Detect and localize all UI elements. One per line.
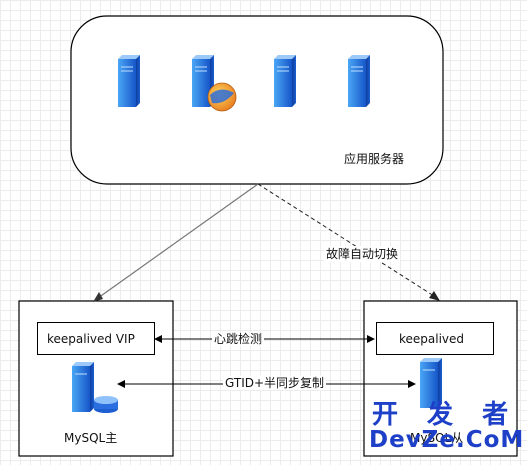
server-icon: [274, 55, 296, 107]
web-server-icon: [192, 55, 237, 112]
heartbeat-label: 心跳检测: [212, 332, 265, 346]
master-keepalived-label: keepalived VIP: [47, 332, 135, 346]
slave-keepalived-box: keepalived: [376, 322, 494, 355]
arrowhead: [117, 380, 125, 388]
edge-failover: [257, 183, 435, 297]
master-db-label: MySQL主: [64, 431, 118, 445]
database-server-icon: [420, 358, 442, 408]
watermark-line2: DevZe.CoM: [369, 427, 525, 453]
arrowhead: [429, 291, 440, 301]
slave-keepalived-label: keepalived: [399, 332, 465, 346]
server-icon: [348, 55, 370, 107]
server-icon: [118, 55, 140, 107]
arrowhead: [367, 335, 375, 343]
slave-db-label: MySQL从: [410, 431, 464, 445]
master-keepalived-box: keepalived VIP: [37, 322, 155, 355]
database-server-icon: [72, 362, 118, 413]
watermark-line1: 开 发 者: [372, 400, 519, 430]
app-cluster-label: 应用服务器: [344, 152, 405, 166]
edge-app-to-master: [97, 183, 259, 299]
replication-label: GTID+半同步复制: [223, 376, 327, 390]
arrowhead: [93, 292, 103, 302]
arrowhead: [408, 380, 416, 388]
failover-label: 故障自动切换: [324, 246, 401, 262]
arrowhead: [154, 335, 162, 343]
